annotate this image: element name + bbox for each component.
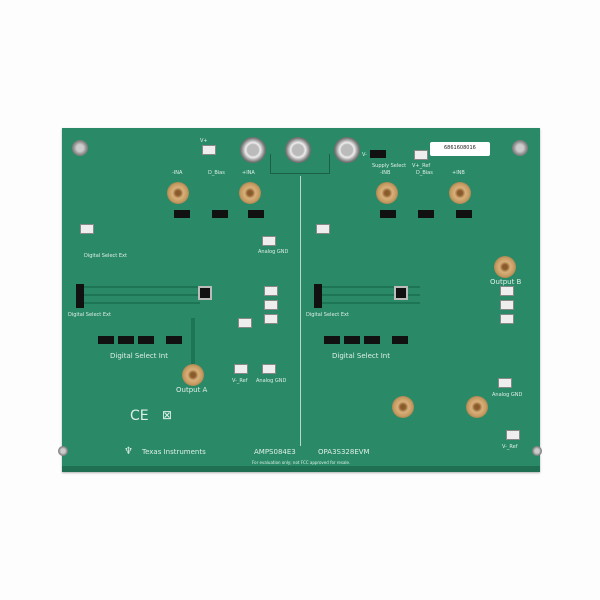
test-point[interactable] <box>264 286 278 296</box>
analog-gnd-b-label: Analog GND <box>492 392 523 398</box>
disclaimer: For evaluation only; not FCC approved fo… <box>252 460 351 465</box>
trace <box>320 302 420 304</box>
jumper[interactable] <box>166 336 182 344</box>
trace <box>80 286 200 288</box>
sma-ina-plus[interactable] <box>239 182 261 204</box>
trace <box>320 294 420 296</box>
jumper[interactable] <box>248 210 264 218</box>
output-a-label: Output A <box>176 386 208 394</box>
mounting-hole <box>72 140 88 156</box>
d-bias-b-label: D_Bias <box>416 170 433 176</box>
test-point[interactable] <box>202 145 216 155</box>
sma-output-a[interactable] <box>182 364 204 386</box>
banana-jack-v-minus[interactable] <box>334 137 360 163</box>
test-point[interactable] <box>500 300 514 310</box>
test-point[interactable] <box>414 150 428 160</box>
digital-select-ext-header[interactable] <box>76 284 84 308</box>
jumper[interactable] <box>392 336 408 344</box>
ina-plus-label: +INA <box>242 170 255 176</box>
serial-number: 6861608016 <box>444 145 476 151</box>
jumper[interactable] <box>344 336 360 344</box>
vs-ref-label: V+_Ref <box>412 163 431 169</box>
dsel-ext-a-top: Digital Select Ext <box>84 253 127 259</box>
mounting-hole <box>512 140 528 156</box>
sma-inb-plus[interactable] <box>449 182 471 204</box>
board-divider <box>300 176 301 446</box>
dsel-int-a-label: Digital Select Int <box>110 352 168 360</box>
power-trace <box>270 154 330 174</box>
ce-mark: CE <box>130 408 149 424</box>
jumper[interactable] <box>324 336 340 344</box>
sma-b-bottom-left[interactable] <box>392 396 414 418</box>
analog-gnd-a-label: Analog GND <box>256 378 287 384</box>
jumper[interactable] <box>380 210 396 218</box>
d-bias-a-label: D_Bias <box>208 170 225 176</box>
sma-b-bottom-right[interactable] <box>466 396 488 418</box>
banana-jack-gnd[interactable] <box>285 137 311 163</box>
pcb-board: V+ V- Supply Select V+_Ref 6861608016 -I… <box>58 128 542 472</box>
supply-select-jumper[interactable] <box>370 150 386 158</box>
jumper[interactable] <box>174 210 190 218</box>
test-point[interactable] <box>498 378 512 388</box>
amplifier-ic-a <box>198 286 212 300</box>
mounting-hole <box>532 446 542 456</box>
test-point[interactable] <box>316 224 330 234</box>
sma-ina-minus[interactable] <box>167 182 189 204</box>
test-point[interactable] <box>500 314 514 324</box>
test-point[interactable] <box>262 364 276 374</box>
test-point[interactable] <box>506 430 520 440</box>
test-point[interactable] <box>264 300 278 310</box>
test-point[interactable] <box>500 286 514 296</box>
jumper[interactable] <box>364 336 380 344</box>
dsel-int-b-label: Digital Select Int <box>332 352 390 360</box>
mounting-hole <box>58 446 68 456</box>
test-point[interactable] <box>262 236 276 246</box>
trace <box>80 302 200 304</box>
jumper[interactable] <box>138 336 154 344</box>
output-b-label: Output B <box>490 278 522 286</box>
analog-gnd-top-label: Analog GND <box>258 249 289 255</box>
ina-minus-label: -INA <box>172 170 183 176</box>
dsel-ext-b-label: Digital Select Ext <box>306 312 349 318</box>
test-point[interactable] <box>238 318 252 328</box>
trace <box>80 294 200 296</box>
inb-plus-label: +INB <box>452 170 465 176</box>
amplifier-ic-b <box>394 286 408 300</box>
jumper[interactable] <box>212 210 228 218</box>
v-minus-label: V- <box>362 152 367 158</box>
trace <box>320 286 420 288</box>
vref-a-label: V-_Ref <box>232 378 248 384</box>
inb-minus-label: -INB <box>380 170 391 176</box>
vref-b-label: V-_Ref <box>502 444 518 450</box>
dsel-ext-a-label: Digital Select Ext <box>68 312 111 318</box>
digital-select-ext-header[interactable] <box>314 284 322 308</box>
weee-bin-icon: ⊠ <box>162 408 173 422</box>
trace <box>191 318 195 368</box>
test-point[interactable] <box>234 364 248 374</box>
jumper[interactable] <box>456 210 472 218</box>
sma-inb-minus[interactable] <box>376 182 398 204</box>
jumper[interactable] <box>98 336 114 344</box>
board-name-left: AMPS084E3 <box>254 448 296 456</box>
supply-select-label: Supply Select <box>372 163 407 169</box>
jumper[interactable] <box>118 336 134 344</box>
test-point[interactable] <box>264 314 278 324</box>
board-name-right: OPA3S328EVM <box>318 448 370 456</box>
ti-logo: Texas Instruments <box>142 448 206 456</box>
barcode-label: 6861608016 <box>430 142 490 156</box>
v-plus-label: V+ <box>200 138 208 144</box>
banana-jack-v-plus[interactable] <box>240 137 266 163</box>
sma-output-b[interactable] <box>494 256 516 278</box>
test-point[interactable] <box>80 224 94 234</box>
ti-logo-icon: ♆ <box>124 446 133 457</box>
jumper[interactable] <box>418 210 434 218</box>
